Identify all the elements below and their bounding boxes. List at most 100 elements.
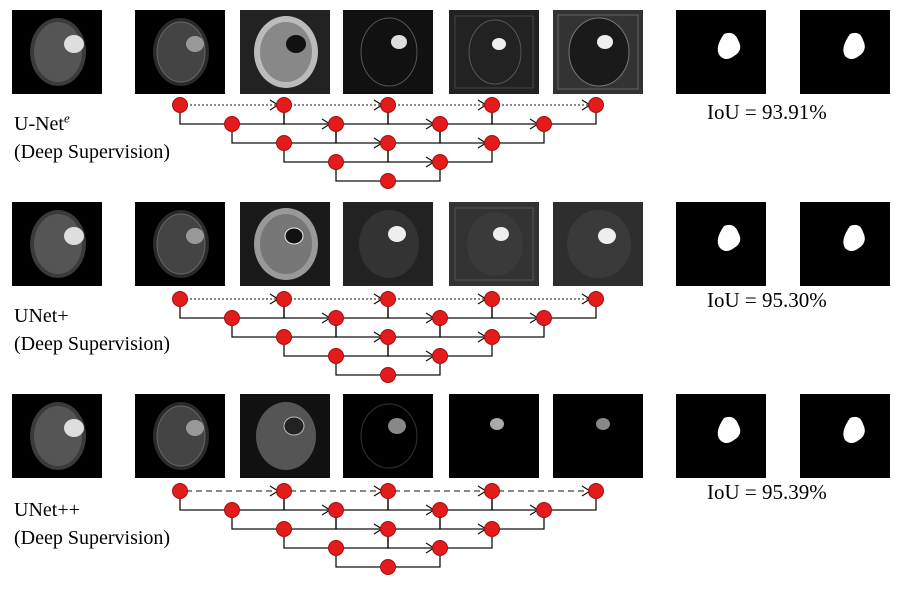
iou-metric: IoU = 95.30%	[707, 288, 827, 312]
feature-map-5	[553, 202, 643, 286]
model-label: U-Nete (Deep Supervision)	[14, 110, 170, 166]
feature-map-5	[553, 394, 643, 478]
down-connection	[439, 318, 492, 338]
node	[380, 329, 396, 345]
down-connection	[491, 299, 544, 319]
segmentation-mask-prediction	[676, 10, 766, 94]
node	[380, 135, 396, 151]
node	[380, 367, 396, 383]
up-connection	[440, 491, 493, 511]
segmentation-mask-prediction	[676, 394, 766, 478]
node	[432, 540, 448, 556]
feature-map-4	[449, 394, 539, 478]
model-row-unet-plus: UNet+ (Deep Supervision) IoU = 95.30%	[0, 192, 900, 383]
down-connection	[283, 105, 336, 125]
feature-map-4	[449, 202, 539, 286]
down-connection	[335, 162, 388, 182]
up-connection	[232, 105, 285, 125]
node	[224, 116, 240, 132]
node	[276, 135, 292, 151]
node	[328, 116, 344, 132]
node	[276, 483, 292, 499]
up-connection	[232, 491, 285, 511]
node	[484, 291, 500, 307]
node	[276, 329, 292, 345]
up-connection	[336, 299, 389, 319]
up-connection	[284, 124, 337, 144]
node	[536, 116, 552, 132]
model-subtitle: (Deep Supervision)	[14, 527, 171, 549]
node	[172, 97, 188, 113]
feature-map-4	[449, 10, 539, 94]
node	[588, 97, 604, 113]
down-connection	[491, 491, 544, 511]
node	[588, 483, 604, 499]
feature-map-3	[343, 10, 433, 94]
feature-map-1	[135, 10, 225, 94]
nested-unet-diagram	[160, 95, 620, 215]
down-connection	[387, 143, 440, 163]
up-connection	[336, 491, 389, 511]
model-name: UNet+	[14, 305, 69, 327]
down-connection	[387, 337, 440, 357]
model-subtitle: (Deep Supervision)	[14, 333, 171, 355]
model-label: UNet++ (Deep Supervision)	[14, 496, 170, 552]
down-connection	[283, 143, 336, 163]
node	[432, 154, 448, 170]
feature-map-1	[135, 394, 225, 478]
up-connection	[544, 105, 597, 125]
feature-map-5	[553, 10, 643, 94]
down-connection	[335, 548, 388, 568]
node	[432, 310, 448, 326]
down-connection	[283, 529, 336, 549]
node	[380, 97, 396, 113]
diagram-svg	[172, 291, 604, 383]
node	[380, 559, 396, 575]
down-connection	[283, 491, 336, 511]
up-connection	[336, 143, 389, 163]
model-name: UNet++	[14, 499, 80, 521]
node	[328, 310, 344, 326]
down-connection	[231, 124, 284, 144]
node	[484, 135, 500, 151]
node	[328, 348, 344, 364]
up-connection	[544, 299, 597, 319]
up-connection	[336, 529, 389, 549]
segmentation-mask-prediction	[676, 202, 766, 286]
iou-metric: IoU = 93.91%	[707, 100, 827, 124]
segmentation-mask-ground-truth	[800, 10, 890, 94]
down-connection	[283, 299, 336, 319]
feature-map-2	[240, 202, 330, 286]
node	[432, 348, 448, 364]
up-connection	[336, 337, 389, 357]
down-connection	[179, 105, 232, 125]
segmentation-mask-ground-truth	[800, 394, 890, 478]
node	[276, 521, 292, 537]
down-connection	[283, 337, 336, 357]
node	[484, 521, 500, 537]
down-connection	[387, 491, 440, 511]
diagram-svg	[172, 97, 604, 189]
node	[224, 310, 240, 326]
down-connection	[179, 491, 232, 511]
node	[328, 540, 344, 556]
down-connection	[387, 529, 440, 549]
node	[484, 97, 500, 113]
node	[328, 154, 344, 170]
model-name-superscript: e	[63, 110, 70, 126]
up-connection	[440, 143, 493, 163]
node	[276, 291, 292, 307]
feature-map-3	[343, 202, 433, 286]
up-connection	[388, 318, 441, 338]
diagram-svg	[172, 483, 604, 575]
node	[224, 502, 240, 518]
node	[380, 291, 396, 307]
up-connection	[440, 299, 493, 319]
node	[484, 329, 500, 345]
up-connection	[232, 299, 285, 319]
model-row-unet-e: U-Nete (Deep Supervision) IoU = 93.91%	[0, 0, 900, 189]
up-connection	[284, 510, 337, 530]
brain-mri-input	[12, 202, 102, 286]
feature-map-3	[343, 394, 433, 478]
node	[588, 291, 604, 307]
